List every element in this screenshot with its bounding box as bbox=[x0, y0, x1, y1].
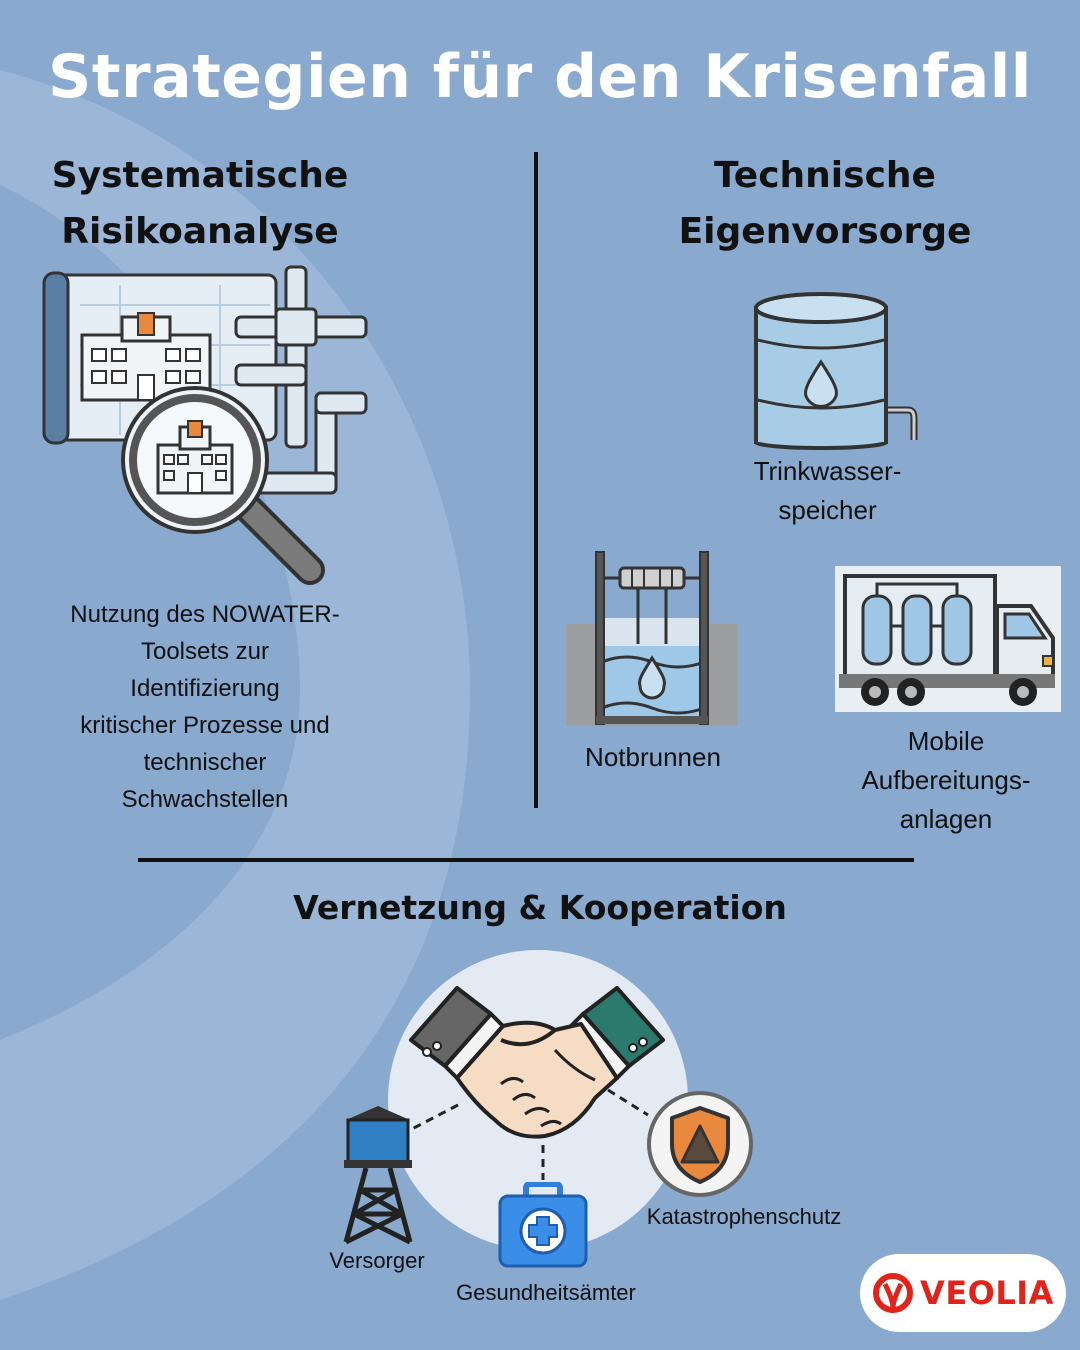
shield-warning-icon bbox=[646, 1090, 754, 1198]
veolia-logo-text: VEOLIA bbox=[920, 1274, 1054, 1312]
mobile-treatment-truck-icon bbox=[835, 566, 1061, 712]
truck-label-line: Aufbereitungs- bbox=[861, 765, 1031, 795]
well-label: Notbrunnen bbox=[585, 742, 721, 772]
water-tower-icon bbox=[340, 1104, 416, 1246]
tank-label-line: speicher bbox=[778, 495, 877, 525]
description-line: Toolsets zur bbox=[140, 638, 270, 665]
vertical-divider bbox=[534, 152, 538, 808]
bottom-heading: Vernetzung & Kooperation bbox=[293, 888, 787, 927]
handshake-icon bbox=[405, 980, 670, 1145]
tank-label: Trinkwasser- speicher bbox=[700, 452, 955, 530]
right-heading-line2: Eigenvorsorge bbox=[678, 211, 972, 252]
veolia-logo-mark-icon bbox=[873, 1273, 914, 1313]
emergency-well-icon bbox=[566, 548, 738, 728]
page-title: Strategien für den Krisenfall bbox=[48, 42, 1032, 112]
blueprint-magnifier-hospital-icon bbox=[40, 265, 370, 590]
first-aid-kit-icon bbox=[498, 1182, 588, 1268]
truck-label-line: Mobile bbox=[907, 726, 985, 756]
left-heading-line2: Risikoanalyse bbox=[61, 211, 339, 252]
horizontal-divider bbox=[138, 858, 914, 862]
supplier-label: Versorger bbox=[329, 1248, 425, 1273]
description-line: Schwachstellen bbox=[121, 786, 289, 813]
description-line: Nutzung des NOWATER- bbox=[70, 601, 340, 628]
right-heading-line1: Technische bbox=[714, 155, 936, 196]
right-heading: Technische Eigenvorsorge bbox=[660, 148, 990, 260]
health-office-label: Gesundheitsämter bbox=[456, 1280, 636, 1305]
left-heading-line1: Systematische bbox=[51, 155, 349, 196]
water-tank-icon bbox=[748, 290, 923, 450]
truck-label: Mobile Aufbereitungs- anlagen bbox=[830, 722, 1062, 839]
description-line: kritischer Prozesse und bbox=[80, 712, 330, 739]
veolia-logo: VEOLIA bbox=[860, 1254, 1066, 1332]
civil-protection-label: Katastrophenschutz bbox=[646, 1204, 842, 1229]
tank-label-line: Trinkwasser- bbox=[753, 456, 902, 486]
description-line: technischer bbox=[143, 749, 267, 776]
left-heading: Systematische Risikoanalyse bbox=[40, 148, 360, 260]
truck-label-line: anlagen bbox=[899, 804, 993, 834]
description-line: Identifizierung bbox=[130, 675, 280, 702]
left-description: Nutzung des NOWATER- Toolsets zur Identi… bbox=[40, 596, 370, 818]
